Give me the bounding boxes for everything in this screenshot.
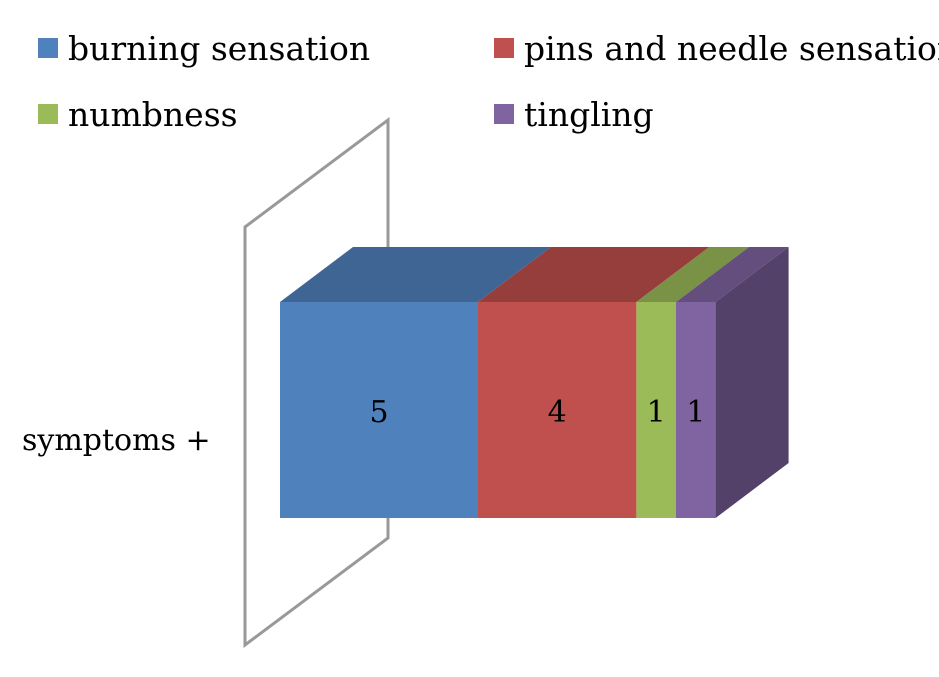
bar-segment-2 — [478, 302, 637, 518]
legend-swatch-4 — [494, 104, 514, 124]
legend-swatch-3 — [38, 104, 58, 124]
data-label-2: 4 — [548, 395, 567, 430]
bar-segment-1 — [280, 302, 478, 518]
legend-swatch-1 — [38, 38, 58, 58]
bar-top-3 — [636, 247, 749, 302]
bar-segment-3 — [636, 302, 676, 518]
legend-label-2: pins and needle sensation — [524, 29, 939, 68]
data-label-4: 1 — [686, 395, 705, 430]
legend-label-3: numbness — [68, 95, 238, 134]
legend-swatch-2 — [494, 38, 514, 58]
legend-label-4: tingling — [524, 95, 654, 134]
legend: burning sensation pins and needle sensati… — [38, 29, 939, 134]
legend-label-1: burning sensation — [68, 29, 370, 68]
bar-segment-4 — [676, 302, 716, 518]
bar-side — [715, 247, 789, 518]
data-label-1: 5 — [369, 395, 388, 430]
data-label-3: 1 — [647, 395, 666, 430]
bar-top-1 — [280, 247, 551, 302]
category-label: symptoms + — [22, 423, 211, 458]
bar-top-2 — [478, 247, 710, 302]
bar-top-4 — [676, 247, 789, 302]
